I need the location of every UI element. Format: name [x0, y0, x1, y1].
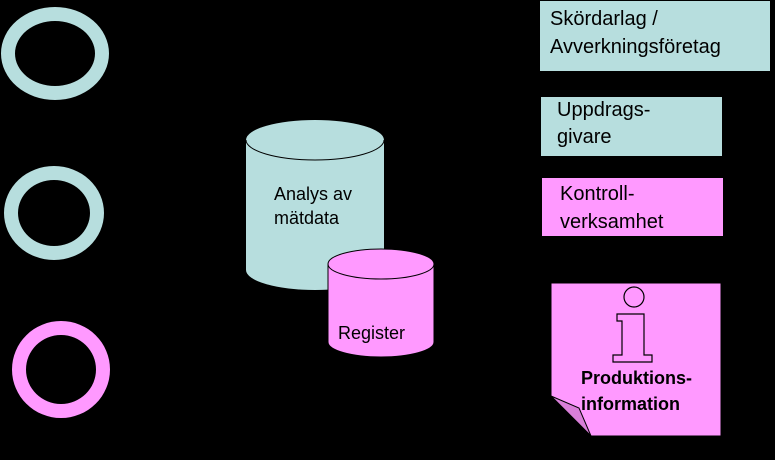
- box-kontrollverksamhet-line1: Kontroll-: [560, 183, 635, 205]
- info-i-icon: [612, 286, 653, 363]
- box-uppdragsgivare: Uppdrags- givare: [541, 97, 722, 156]
- info-note-line1: Produktions-: [581, 368, 692, 388]
- info-note-line2: information: [581, 394, 680, 414]
- database-analys-line2: mätdata: [274, 208, 340, 228]
- database-analys-line1: Analys av: [274, 184, 352, 204]
- box-kontrollverksamhet-line2: verksamhet: [560, 211, 664, 233]
- box-uppdragsgivare-line2: givare: [557, 126, 612, 148]
- box-skordarlag-line2: Avverkningsföretag: [550, 36, 721, 58]
- box-uppdragsgivare-line1: Uppdrags-: [557, 99, 651, 121]
- box-skordarlag: Skördarlag / Avverkningsföretag: [540, 1, 770, 71]
- box-kontrollverksamhet: Kontroll- verksamhet: [542, 178, 723, 236]
- database-register-cylinder: Register: [327, 248, 435, 358]
- box-skordarlag-line1: Skördarlag /: [550, 8, 658, 30]
- info-note: Produktions- information: [550, 282, 722, 437]
- database-register-label: Register: [338, 323, 405, 343]
